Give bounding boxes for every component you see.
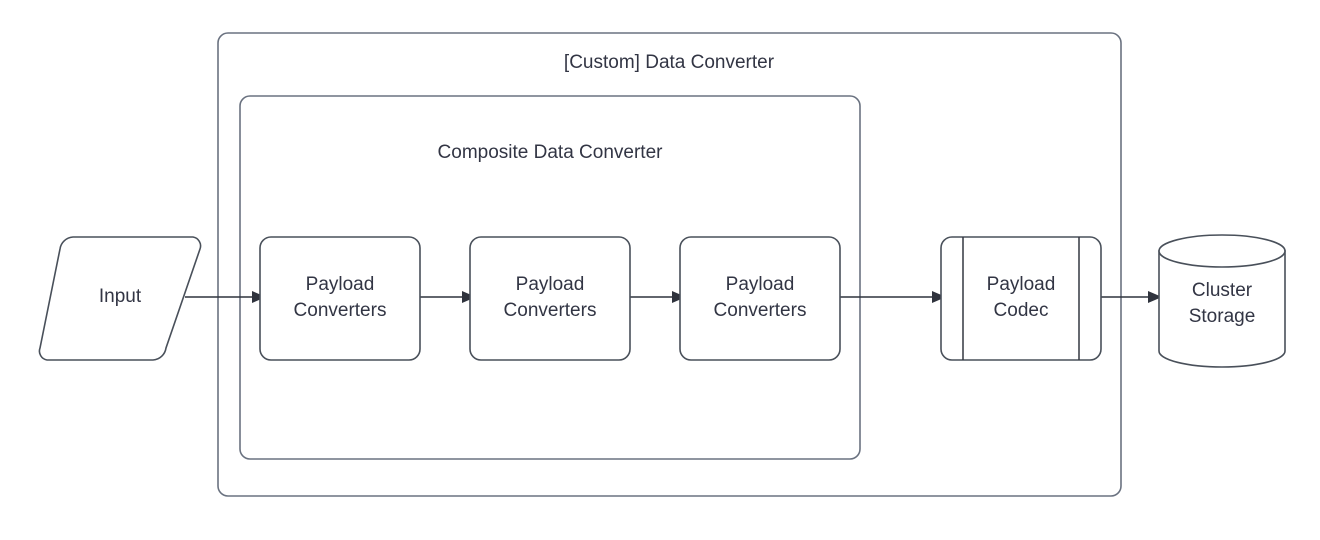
input-shape (38, 236, 202, 361)
edge-codec-to-storage (1101, 291, 1162, 303)
node-input[interactable]: Input (38, 236, 202, 361)
payload-codec-label-line1: Payload (987, 274, 1056, 295)
node-cluster-storage[interactable]: Cluster Storage (1158, 234, 1286, 368)
edge-input-to-pc1 (185, 291, 266, 303)
cluster-storage-body (1158, 250, 1286, 368)
arrow-head-icon (932, 291, 946, 303)
payload-codec-shape (940, 236, 1102, 361)
payload-codec-label-line2: Codec (994, 300, 1049, 321)
payload-converters-1-label-line1: Payload (306, 274, 375, 295)
custom-data-converter-label: [Custom] Data Converter (564, 52, 775, 73)
node-payload-converters-1[interactable]: Payload Converters (259, 236, 421, 361)
cluster-storage-label-line2: Storage (1189, 306, 1256, 327)
edge-pc1-to-pc2 (420, 291, 476, 303)
payload-converters-2-shape (469, 236, 631, 361)
node-payload-codec[interactable]: Payload Codec (940, 236, 1102, 361)
arrow-head-icon (252, 291, 266, 303)
payload-converters-3-label-line1: Payload (726, 274, 795, 295)
arrow-head-icon (462, 291, 476, 303)
container-custom-data-converter[interactable]: [Custom] Data Converter (217, 32, 1122, 497)
composite-data-converter-boundary (239, 95, 861, 460)
arrow-head-icon (1148, 291, 1162, 303)
node-payload-converters-3[interactable]: Payload Converters (679, 236, 841, 361)
container-composite-data-converter[interactable]: Composite Data Converter (239, 95, 861, 460)
payload-converters-3-shape (679, 236, 841, 361)
custom-data-converter-boundary (217, 32, 1122, 497)
node-payload-converters-2[interactable]: Payload Converters (469, 236, 631, 361)
edge-pc3-to-codec (840, 291, 946, 303)
payload-converters-2-label-line2: Converters (504, 300, 597, 321)
payload-converters-3-label-line2: Converters (714, 300, 807, 321)
input-label: Input (99, 286, 142, 307)
composite-data-converter-label: Composite Data Converter (438, 142, 664, 163)
payload-converters-1-label-line2: Converters (294, 300, 387, 321)
cluster-storage-label-line1: Cluster (1192, 280, 1253, 301)
payload-converters-2-label-line1: Payload (516, 274, 585, 295)
edge-pc2-to-pc3 (630, 291, 686, 303)
cluster-storage-top-ellipse (1158, 234, 1286, 268)
arrow-head-icon (672, 291, 686, 303)
payload-converters-1-shape (259, 236, 421, 361)
